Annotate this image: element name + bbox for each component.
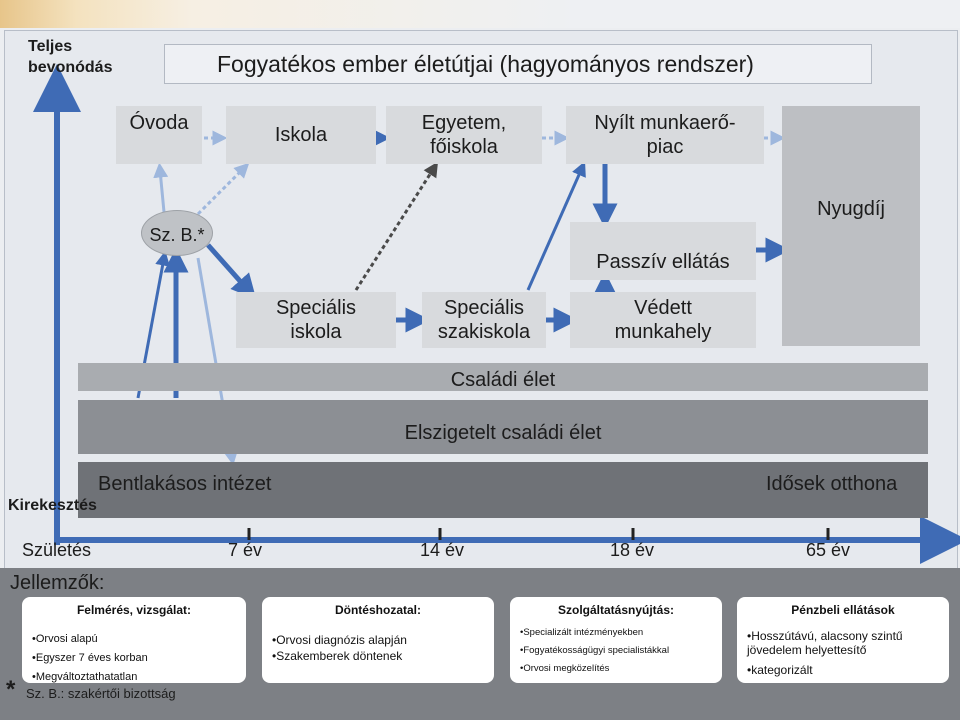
label-bentlakasos-intezet: Bentlakásos intézet <box>98 473 272 495</box>
card-penzbeli-ellatasok: Pénzbeli ellátások •Hosszútávú, alacsony… <box>737 597 949 683</box>
footnote-text: Sz. B.: szakértői bizottság <box>26 686 176 701</box>
card-title: Pénzbeli ellátások <box>791 603 895 617</box>
card-szolgaltatasnyujtas: Szolgáltatásnyújtás: •Specializált intéz… <box>510 597 722 683</box>
box-nyugdij: Nyugdíj <box>782 106 920 346</box>
timeline-label-7: 7 év <box>228 540 263 560</box>
timeline-label-14: 14 év <box>420 540 465 560</box>
card-item: •Orvosi megközelítés <box>520 663 610 674</box>
card-item: •Egyszer 7 éves korban <box>32 652 148 664</box>
box-ovoda: Óvoda <box>116 106 202 164</box>
card-donteshozatal: Döntéshozatal: •Orvosi diagnózis alapján… <box>262 597 494 683</box>
card-item: •Orvosi diagnózis alapján <box>272 633 407 647</box>
card-title: Felmérés, vizsgálat: <box>76 603 192 617</box>
band-csaladi-elet: Családi élet <box>78 363 928 391</box>
arrow-szb-iskola <box>196 162 250 216</box>
card-item: •Hosszútávú, alacsony szintű jövedelem h… <box>747 629 903 657</box>
jellemzok-label: Jellemzők: <box>10 572 105 594</box>
band-intezet <box>78 462 928 518</box>
card-title: Szolgáltatásnyújtás: <box>557 603 675 617</box>
card-item: •kategorizált <box>747 663 813 677</box>
band-elszigetelt-csaladi-elet: Elszigetelt családi élet <box>78 400 928 454</box>
arrow-szb-spec-iskola <box>206 243 257 300</box>
timeline-label-szuletes: Születés <box>22 540 92 560</box>
card-title: Döntéshozatal: <box>334 603 421 617</box>
box-vedett-munkahely: Védett munkahely <box>570 292 756 348</box>
arrow-szakiskola-nyilt <box>526 161 586 291</box>
arrow-spec-iskola-egyetem <box>354 161 439 291</box>
box-nyilt-munkaeropiac: Nyílt munkaerő- piac <box>566 106 764 164</box>
card-felmeres: Felmérés, vizsgálat: •Orvosi alapú •Egys… <box>22 597 246 683</box>
card-item: •Specializált intézményekben <box>520 627 644 638</box>
label-idosek-otthona: Idősek otthona <box>766 473 898 495</box>
card-item: •Fogyatékosságügyi specialistákkal <box>520 645 670 656</box>
szb-label: Sz. B.* <box>149 224 205 245</box>
card-item: •Orvosi alapú <box>32 633 98 645</box>
arrow-szb-ovoda <box>153 162 169 213</box>
top-gradient-band <box>0 0 960 28</box>
szb-ellipse: Sz. B.* <box>141 210 213 256</box>
left-axis-top-label: Teljes bevonódás <box>28 38 113 76</box>
box-specialis-szakiskola: Speciális szakiskola <box>422 292 546 348</box>
page-title: Fogyatékos ember életútjai (hagyományos … <box>164 44 872 84</box>
box-specialis-iskola: Speciális iskola <box>236 292 396 348</box>
card-item: •Megváltoztathatatlan <box>32 671 138 683</box>
timeline-label-65: 65 év <box>806 540 851 560</box>
box-iskola: Iskola <box>226 106 376 164</box>
box-passziv-ellatas: Passzív ellátás <box>570 222 756 280</box>
card-item: •Szakemberek döntenek <box>272 649 403 663</box>
box-egyetem: Egyetem, főiskola <box>386 106 542 164</box>
timeline-label-18: 18 év <box>610 540 655 560</box>
left-axis-bottom-label: Kirekesztés <box>8 497 97 514</box>
footnote-star: * <box>6 676 16 703</box>
